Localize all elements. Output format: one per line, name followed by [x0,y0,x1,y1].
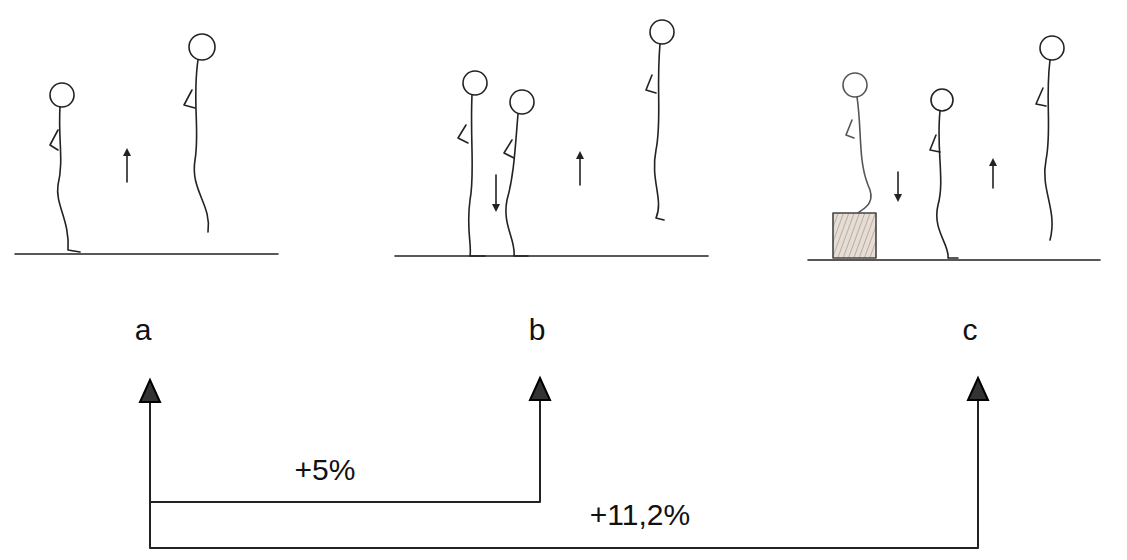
stick-figure [458,71,487,256]
down-arrow [495,175,497,208]
up-arrow [579,155,581,185]
down-arrow [897,172,899,198]
ground-line [808,259,1100,261]
ground-line [395,255,708,257]
bracket-line [150,400,978,548]
triangle-marker [530,378,550,400]
percent-label: +5% [295,455,356,485]
stick-figure [930,89,958,258]
stick-figure [184,34,215,232]
triangle-marker [140,380,160,402]
stick-figure [843,73,871,213]
panel-letter: c [963,315,978,345]
up-arrow [992,162,994,188]
stick-figure [646,20,674,220]
ground-line [15,253,278,255]
bracket-line [150,400,540,502]
triangle-marker [968,378,988,400]
percent-label: +11,2% [590,500,690,530]
stick-figure [50,83,80,252]
panel-letter: b [529,315,546,345]
box [833,213,876,258]
stick-figure [1036,36,1064,240]
stick-figure [504,90,534,256]
up-arrow [126,152,128,182]
panel-letter: a [135,315,152,345]
